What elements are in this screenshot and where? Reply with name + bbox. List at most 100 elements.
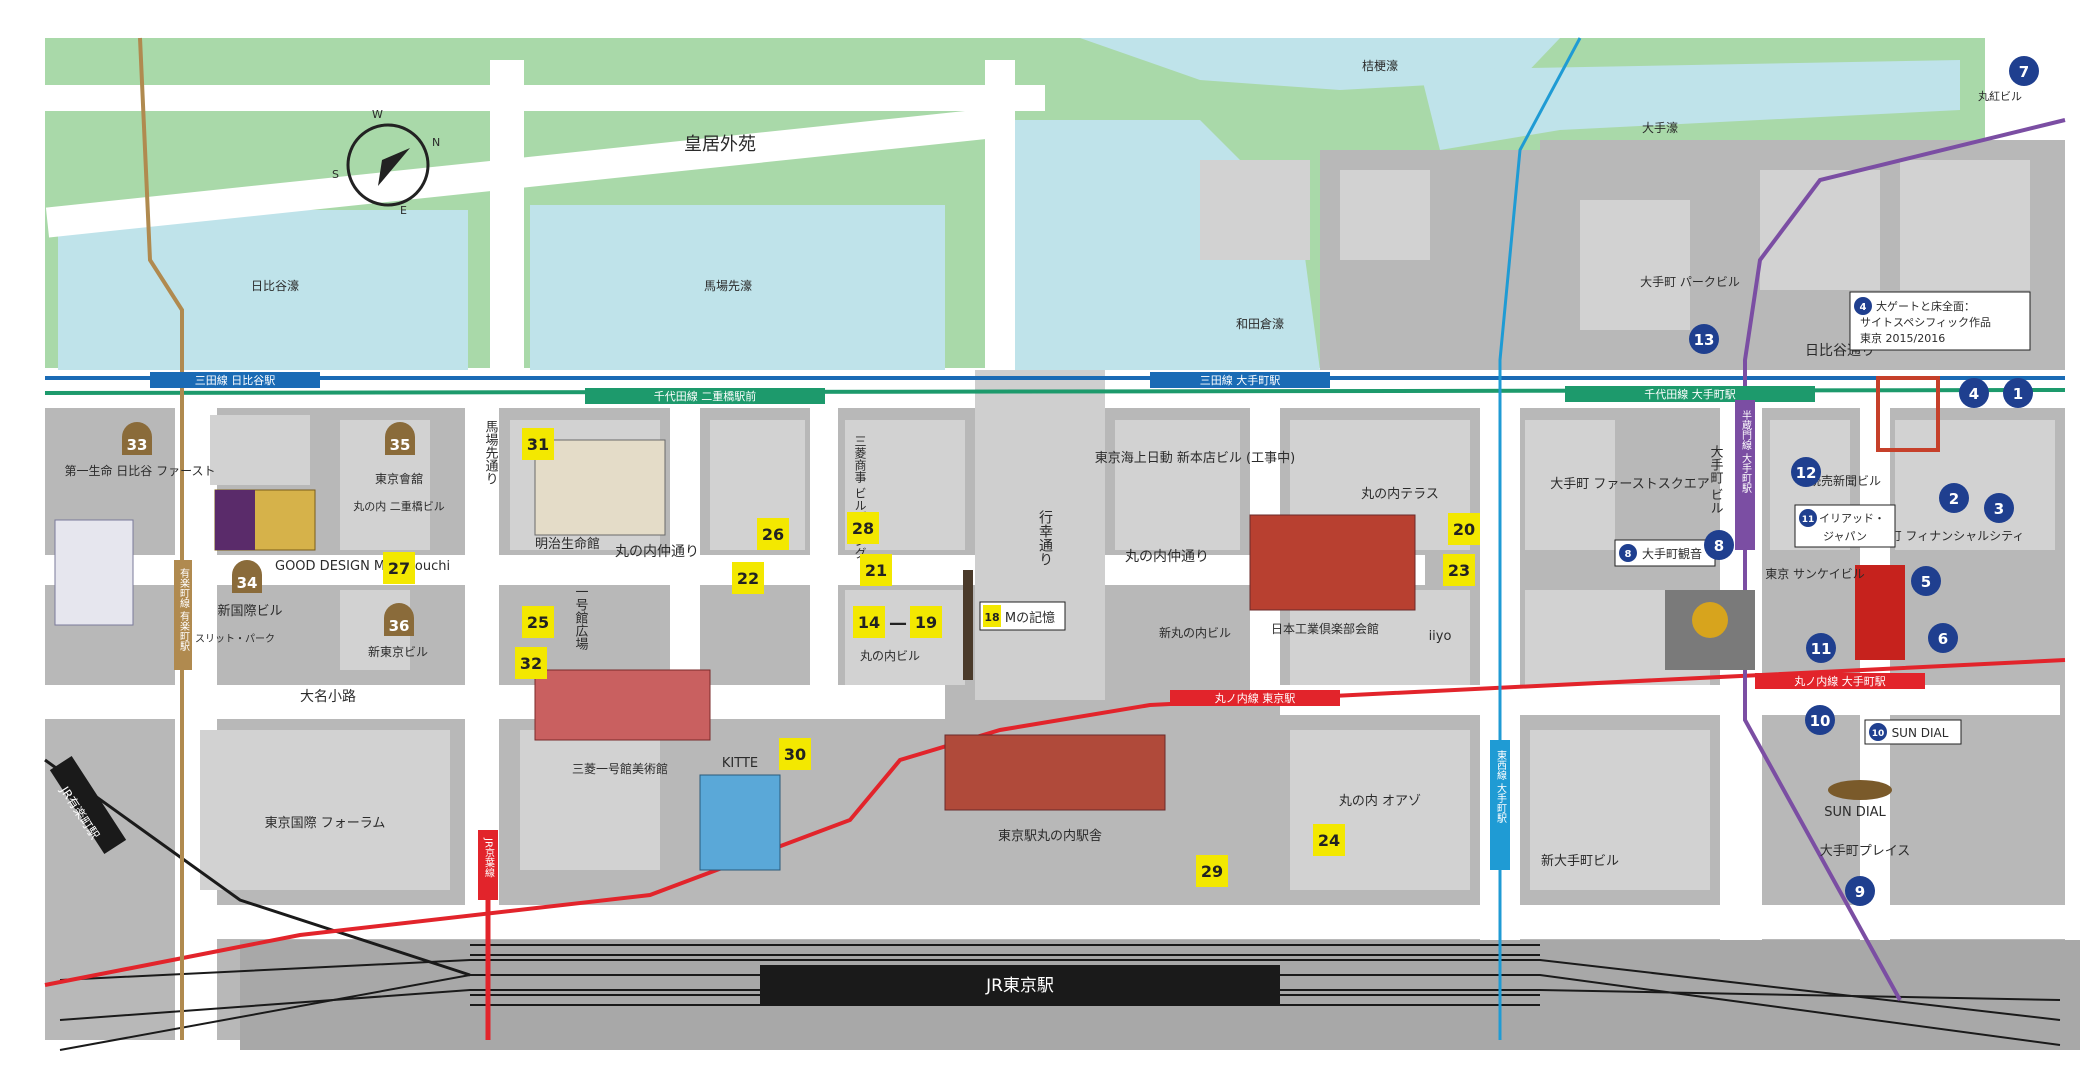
marker-9[interactable]: 9	[1845, 876, 1875, 906]
marker-5[interactable]: 5	[1911, 566, 1941, 596]
callouts: 18 Mの記憶 8 大手町観音 11 イリアッド・ ジャパン 10 SUN DI…	[979, 291, 2031, 745]
blue-markers: 7 13 4 1 12 2 3 8 5 11 6 10 9	[1689, 56, 2039, 906]
svg-text:千代田線 大手町駅: 千代田線 大手町駅	[1644, 387, 1736, 401]
building-labels: 第一生命 日比谷 ファースト 東京會舘 丸の内 二重橋ビル 明治生命館 三菱商事…	[64, 90, 2024, 869]
marker-7[interactable]: 7	[2009, 56, 2039, 86]
yellow-markers: 31 26 28 22 21 14 — 19 25 32 30 27 20 23…	[383, 428, 1480, 887]
marker-31[interactable]: 31	[522, 428, 554, 460]
marker-29[interactable]: 29	[1196, 855, 1228, 887]
svg-text:10: 10	[1810, 712, 1831, 730]
line-labels: 三田線 日比谷駅 千代田線 二重橋駅前 三田線 大手町駅 千代田線 大手町駅 丸…	[49, 372, 1925, 1005]
svg-text:大手町 フィナンシャルシティ: 大手町 フィナンシャルシティ	[1866, 529, 2025, 543]
gyoko-dori-road	[975, 370, 1105, 700]
marker-2[interactable]: 2	[1939, 483, 1969, 513]
svg-text:3: 3	[1994, 500, 2004, 518]
svg-text:27: 27	[388, 559, 410, 578]
svg-text:読売新聞ビル: 読売新聞ビル	[1809, 473, 1881, 488]
svg-text:大手濠: 大手濠	[1642, 120, 1678, 135]
marker-3[interactable]: 3	[1984, 493, 2014, 523]
svg-text:8: 8	[1714, 537, 1724, 555]
svg-text:大手町 ビル: 大手町 ビル	[1708, 445, 1724, 514]
svg-text:35: 35	[390, 436, 411, 454]
svg-text:9: 9	[1855, 883, 1865, 901]
marker-12[interactable]: 12	[1791, 457, 1821, 487]
svg-text:三菱一号館美術館: 三菱一号館美術館	[572, 761, 668, 776]
svg-text:21: 21	[865, 561, 887, 580]
svg-text:第一生命 日比谷 ファースト: 第一生命 日比谷 ファースト	[64, 463, 215, 478]
svg-text:イリアッド・: イリアッド・	[1819, 512, 1885, 525]
marker-20[interactable]: 20	[1448, 513, 1480, 545]
marker-33[interactable]: 33	[122, 422, 152, 455]
marker-19[interactable]: 19	[910, 606, 942, 638]
marker-22[interactable]: 22	[732, 562, 764, 594]
marker-28[interactable]: 28	[847, 512, 879, 544]
svg-text:東京 2015/2016: 東京 2015/2016	[1860, 331, 1945, 345]
marker-34[interactable]: 34	[232, 560, 262, 593]
svg-text:19: 19	[915, 613, 937, 632]
marker-range-dash: —	[889, 613, 907, 634]
svg-text:新大手町ビル: 新大手町ビル	[1541, 853, 1619, 869]
marker-11[interactable]: 11	[1806, 633, 1836, 663]
svg-text:18: 18	[984, 611, 999, 624]
tokyo-station-illustration	[944, 734, 1166, 811]
hibiyabori-moat	[58, 210, 468, 370]
marker-6[interactable]: 6	[1928, 623, 1958, 653]
marker-27[interactable]: 27	[383, 552, 415, 584]
big-gate-illustration	[1876, 376, 1940, 452]
svg-text:25: 25	[527, 613, 549, 632]
svg-text:36: 36	[389, 617, 410, 635]
svg-text:大手町プレイス: 大手町プレイス	[1820, 844, 1911, 859]
svg-text:丸の内テラス: 丸の内テラス	[1361, 486, 1439, 502]
svg-text:4: 4	[1860, 302, 1867, 313]
svg-text:日本工業倶楽部会館: 日本工業倶楽部会館	[1271, 621, 1379, 636]
marker-14[interactable]: 14	[853, 606, 885, 638]
marker-32[interactable]: 32	[515, 647, 547, 679]
svg-text:大ゲートと床全面：: 大ゲートと床全面：	[1876, 299, 1975, 313]
svg-text:28: 28	[852, 519, 874, 538]
svg-text:29: 29	[1201, 862, 1223, 881]
svg-text:12: 12	[1796, 464, 1817, 482]
marker-26[interactable]: 26	[757, 518, 789, 550]
marker-13[interactable]: 13	[1689, 324, 1719, 354]
svg-text:東京駅丸の内駅舎: 東京駅丸の内駅舎	[998, 828, 1102, 844]
svg-text:大手町 パークビル: 大手町 パークビル	[1640, 275, 1740, 289]
svg-text:Mの記憶: Mの記憶	[1005, 610, 1055, 626]
svg-text:新丸の内ビル: 新丸の内ビル	[1159, 625, 1231, 640]
marker-8[interactable]: 8	[1704, 530, 1734, 560]
marker-35[interactable]: 35	[385, 422, 415, 455]
svg-text:丸ノ内線 東京駅: 丸ノ内線 東京駅	[1215, 691, 1296, 705]
marker-23[interactable]: 23	[1443, 554, 1475, 586]
marker-4[interactable]: 4	[1959, 378, 1989, 408]
svg-text:10: 10	[1872, 729, 1885, 739]
dai-ichi-building-illustration	[54, 519, 134, 626]
svg-text:KITTE: KITTE	[722, 756, 758, 771]
svg-text:33: 33	[127, 436, 148, 454]
svg-text:丸の内仲通り: 丸の内仲通り	[1125, 549, 1209, 565]
nihon-kogyo-illustration	[1249, 514, 1416, 611]
marker-24[interactable]: 24	[1313, 824, 1345, 856]
svg-text:31: 31	[527, 435, 549, 454]
marker-1[interactable]: 1	[2003, 378, 2033, 408]
marker-30[interactable]: 30	[779, 738, 811, 770]
hanzomon-line	[1743, 118, 2066, 1001]
svg-text:5: 5	[1921, 573, 1931, 591]
marker-36[interactable]: 36	[384, 603, 414, 636]
svg-text:馬場先濠: 馬場先濠	[704, 278, 752, 293]
svg-text:丸ノ内線 大手町駅: 丸ノ内線 大手町駅	[1794, 674, 1886, 688]
marker-21[interactable]: 21	[860, 554, 892, 586]
svg-text:iiyo: iiyo	[1429, 629, 1452, 644]
park-path	[45, 107, 1004, 238]
svg-text:一号館広場: 一号館広場	[573, 585, 589, 650]
svg-text:14: 14	[858, 613, 880, 632]
marker-25[interactable]: 25	[522, 606, 554, 638]
kitte-illustration	[699, 774, 781, 871]
yurakucho-line	[138, 37, 184, 1040]
svg-text:皇居外苑: 皇居外苑	[684, 134, 756, 155]
svg-text:GOOD DESIGN Marunouchi: GOOD DESIGN Marunouchi	[275, 559, 450, 574]
svg-text:大名小路: 大名小路	[300, 689, 356, 705]
marker-10[interactable]: 10	[1805, 705, 1835, 735]
svg-text:22: 22	[737, 569, 759, 588]
svg-text:JR東京駅: JR東京駅	[985, 976, 1054, 996]
sun-dial-illustration	[1828, 780, 1892, 800]
